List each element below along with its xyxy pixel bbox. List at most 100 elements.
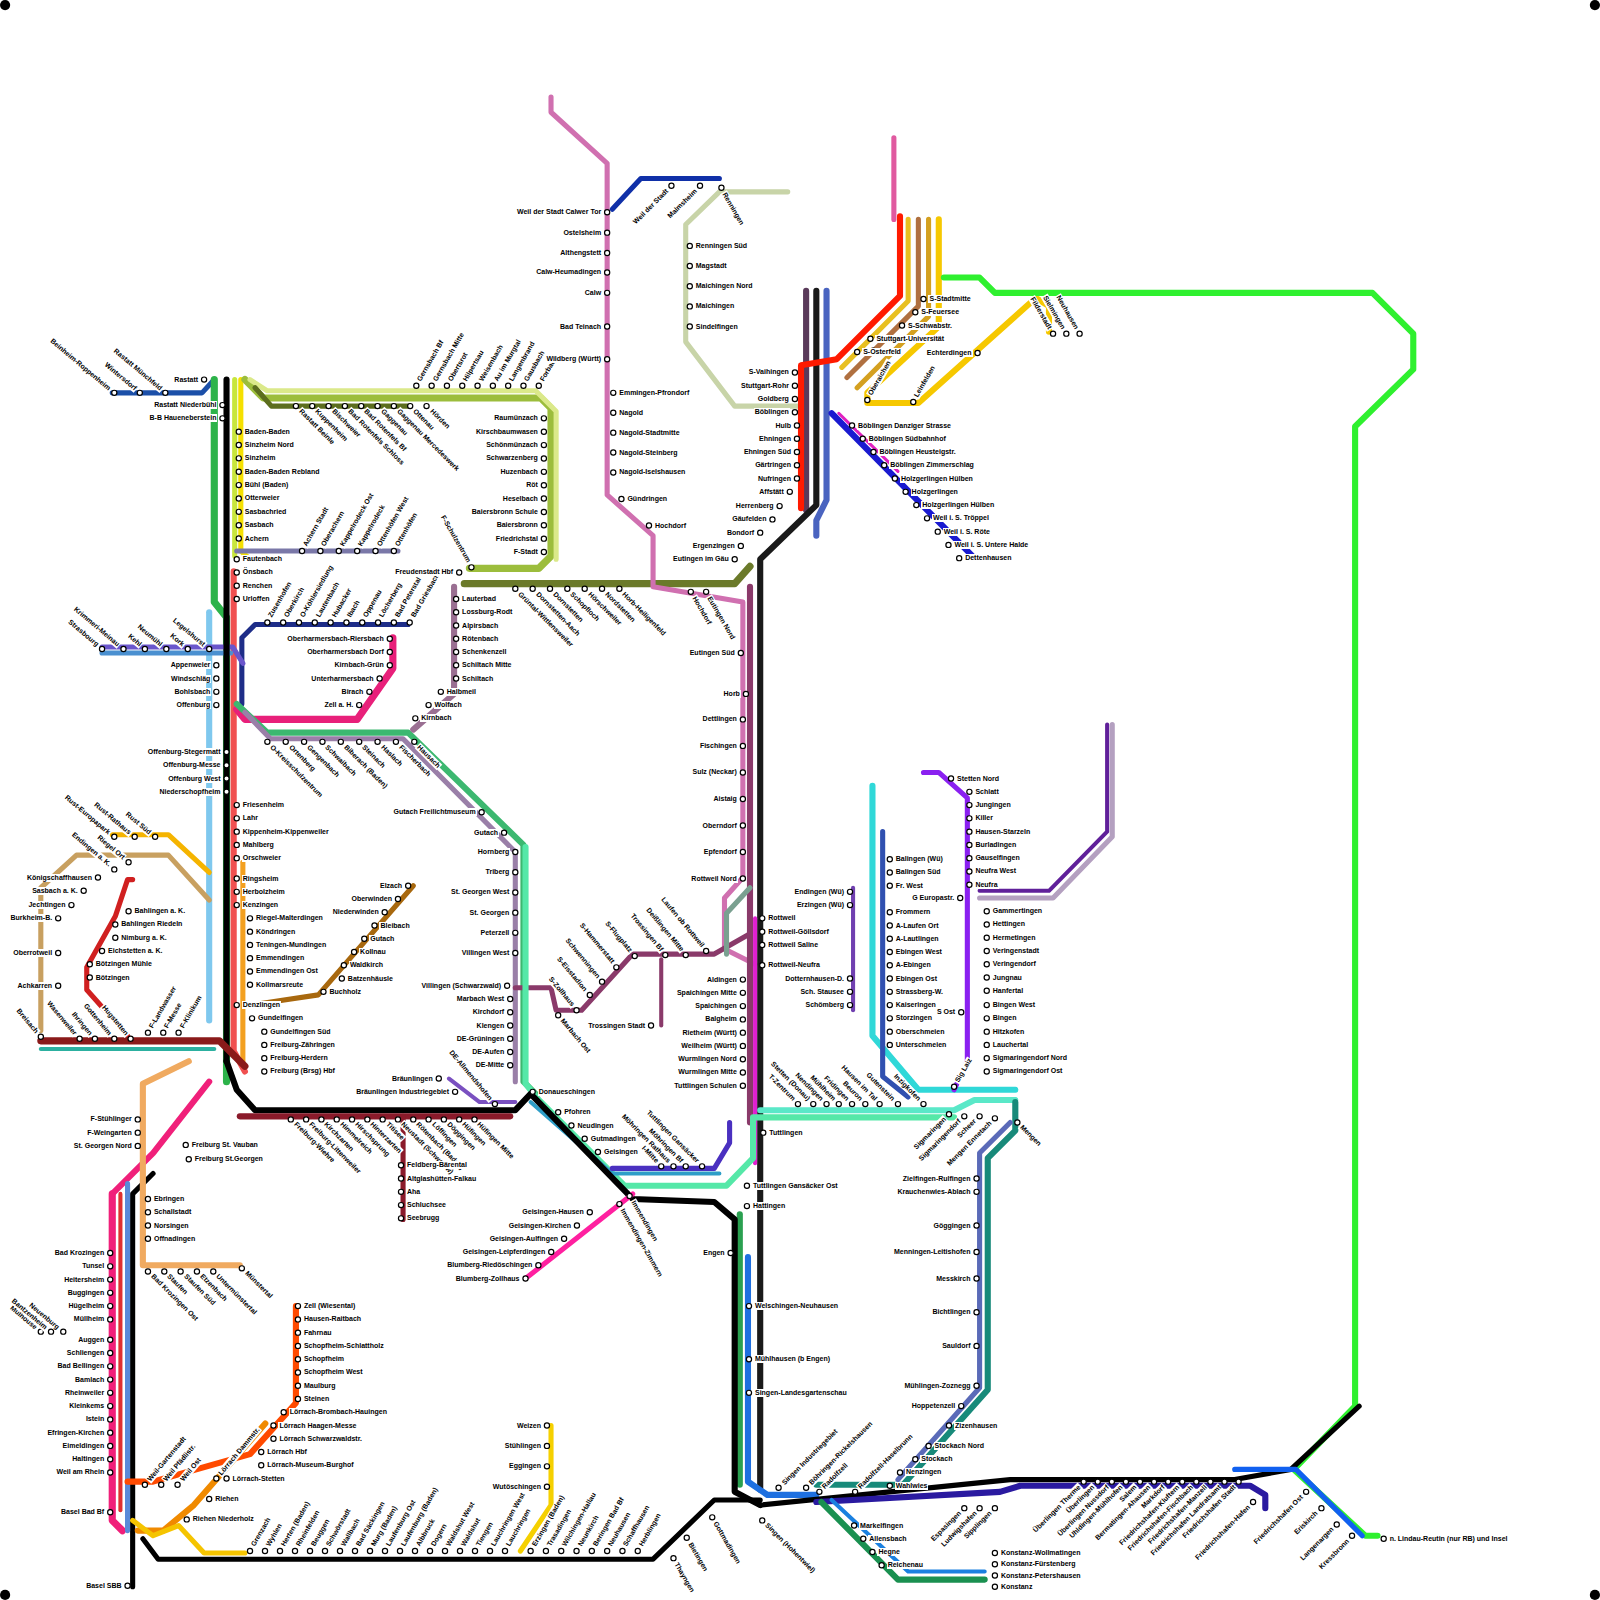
station-dot xyxy=(453,1089,458,1094)
station-dot xyxy=(135,1130,140,1135)
station-label: Hausen-Starzeln xyxy=(974,828,1031,836)
station-dot xyxy=(391,548,396,553)
station-dot xyxy=(112,834,117,839)
station-dot xyxy=(687,304,692,309)
station-label: Klengen xyxy=(476,1022,506,1030)
station-dot xyxy=(740,717,745,722)
station-label: Villingen West xyxy=(461,949,511,957)
station-label: Lörrach Haagen-Messe xyxy=(278,1422,357,1430)
station-dot xyxy=(541,456,546,461)
station-dot xyxy=(460,383,465,388)
station-dot xyxy=(320,739,325,744)
station-dot xyxy=(234,1003,239,1008)
station-dot xyxy=(186,1157,191,1162)
station-dot xyxy=(946,1423,951,1428)
station-label: Renningen Süd xyxy=(695,242,748,250)
station-dot xyxy=(479,810,484,815)
station-dot xyxy=(99,646,104,651)
station-label: Wutöschingen xyxy=(492,1483,542,1491)
station-dot xyxy=(776,1485,781,1490)
station-dot xyxy=(544,1423,549,1428)
station-label: Istein xyxy=(85,1415,105,1423)
station-label: Waldkirch xyxy=(349,961,384,969)
station-dot xyxy=(959,1404,964,1409)
station-dot xyxy=(744,1204,749,1209)
station-dot xyxy=(804,1485,809,1490)
station-dot xyxy=(614,965,619,970)
station-label: Ehningen xyxy=(758,435,792,443)
station-label: Holzgerlingen xyxy=(911,488,959,496)
station-label: Geisingen-Leipferdingen xyxy=(462,1248,546,1256)
station-label: Sigmaringendorf Nord xyxy=(992,1054,1068,1062)
station-label: Freiburg-Herdern xyxy=(269,1054,329,1062)
station-dot xyxy=(617,1201,622,1206)
station-dot xyxy=(426,703,431,708)
station-label: Nimburg a. K. xyxy=(120,934,168,942)
station-dot xyxy=(795,1101,800,1106)
station-label: Sasbachried xyxy=(244,508,288,516)
station-dot xyxy=(556,1013,561,1018)
station-dot xyxy=(236,469,241,474)
station-dot xyxy=(207,646,212,651)
station-dot xyxy=(391,404,396,409)
station-label: Bad Teinach xyxy=(559,323,602,331)
station-label: Bietingen xyxy=(686,1540,710,1573)
station-dot xyxy=(328,620,333,625)
station-label: Lahr xyxy=(242,814,259,822)
station-label: Weil i. S. Tröppel xyxy=(932,514,990,522)
station-label: Konstanz-Petershausen xyxy=(1000,1572,1082,1580)
station-dot xyxy=(605,1548,610,1553)
station-dot xyxy=(513,890,518,895)
station-dot xyxy=(887,963,892,968)
station-label: Kleinkems xyxy=(68,1402,105,1410)
station-label: Oberwinden xyxy=(351,895,393,903)
station-dot xyxy=(760,942,765,947)
station-dot xyxy=(541,429,546,434)
station-label: Calw xyxy=(584,289,602,297)
station-label: Schönmünzach xyxy=(485,441,539,449)
station-dot xyxy=(728,1250,733,1255)
station-label: Sasbach xyxy=(244,521,275,529)
station-label: Freiburg St.Georgen xyxy=(194,1155,264,1163)
station-dot xyxy=(299,548,304,553)
station-dot xyxy=(436,1076,441,1081)
station-dot xyxy=(108,1317,113,1322)
station-dot xyxy=(740,770,745,775)
station-label: Auggen xyxy=(77,1336,105,1344)
station-dot xyxy=(322,1548,327,1553)
station-dot xyxy=(259,1449,264,1454)
station-label: Jechtingen xyxy=(27,901,66,909)
station-dot xyxy=(992,1550,997,1555)
station-label: Konstanz xyxy=(1000,1583,1034,1591)
station-label: S-Stadtmitte xyxy=(928,295,971,303)
station-dot xyxy=(1064,331,1069,336)
station-dot xyxy=(508,1010,513,1015)
station-dot xyxy=(377,676,382,681)
station-dot xyxy=(861,1536,866,1541)
station-label: F-Weingarten xyxy=(86,1129,133,1137)
station-dot xyxy=(992,1573,997,1578)
station-dot xyxy=(977,1506,982,1511)
station-dot xyxy=(249,1016,254,1021)
station-dot xyxy=(1166,1479,1171,1484)
station-dot xyxy=(108,1377,113,1382)
station-dot xyxy=(984,922,989,927)
station-dot xyxy=(387,649,392,654)
station-dot xyxy=(108,1290,113,1295)
station-label: Storzingen xyxy=(895,1014,933,1022)
station-label: Tuttlingen xyxy=(768,1129,803,1137)
station-label: Hausen-Raitbach xyxy=(303,1315,362,1323)
station-dot xyxy=(281,1410,286,1415)
station-dot xyxy=(967,803,972,808)
station-dot xyxy=(108,1510,113,1515)
station-dot xyxy=(984,1056,989,1061)
station-dot xyxy=(671,1164,676,1169)
station-dot xyxy=(847,903,852,908)
station-label: Aldingen xyxy=(706,976,738,984)
station-label: Gammertingen xyxy=(992,907,1043,915)
station-dot xyxy=(887,949,892,954)
station-dot xyxy=(897,1470,902,1475)
station-dot xyxy=(502,1548,507,1553)
station-dot xyxy=(338,739,343,744)
